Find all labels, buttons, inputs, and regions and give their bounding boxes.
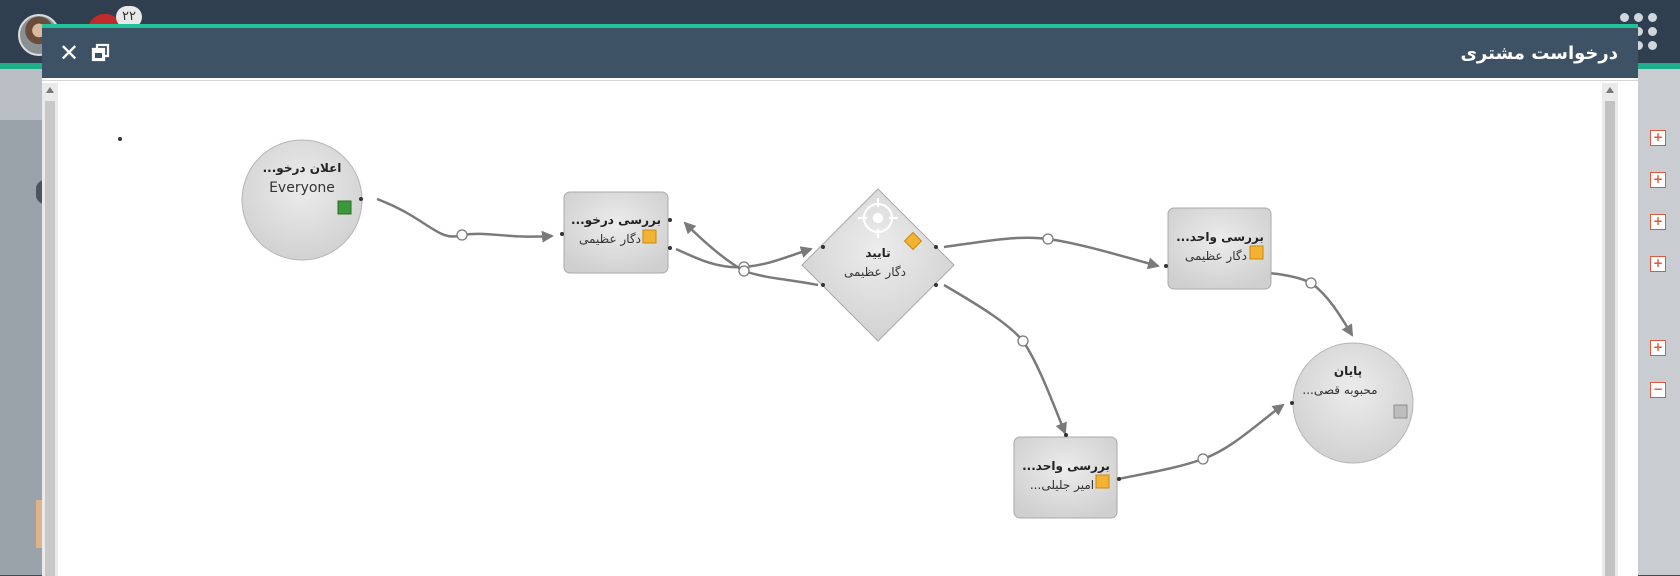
connector-dot[interactable]: [1064, 433, 1068, 437]
modal-header: ✕ درخواست مشتری: [42, 28, 1638, 78]
connector-dot[interactable]: [1164, 264, 1168, 268]
node-title: ...اعلان درخو: [263, 161, 342, 176]
scrollbar-thumb[interactable]: [45, 101, 55, 576]
notification-badge[interactable]: ۲۲: [116, 6, 142, 28]
node-title: ...بررسی واحد: [1022, 459, 1110, 474]
app-left-panel: [0, 120, 42, 575]
vertical-scrollbar-left[interactable]: [42, 83, 58, 576]
connector-dot[interactable]: [821, 245, 825, 249]
node-status-indicator: [337, 200, 352, 215]
scrollbar-thumb[interactable]: [1605, 101, 1615, 576]
node-title: تایید: [865, 246, 890, 260]
app-right-panel: + + + + + −: [1638, 69, 1680, 575]
node-subtitle: ...امیر جلیلی: [1030, 478, 1094, 493]
connector-dot[interactable]: [1290, 401, 1294, 405]
vertical-scrollbar-right[interactable]: [1602, 83, 1618, 576]
edge-handle[interactable]: [456, 229, 468, 241]
workflow-modal: ✕ درخواست مشتری: [42, 24, 1638, 576]
node-subtitle: دگار عظیمی: [844, 265, 906, 280]
connector-dot[interactable]: [1117, 477, 1121, 481]
edge-handle[interactable]: [1197, 453, 1209, 465]
node-status-indicator: [1393, 404, 1408, 419]
modal-body: ...اعلان درخو Everyone ...بررسی درخو دگا…: [42, 80, 1638, 576]
expand-plus-icon[interactable]: +: [1650, 172, 1666, 188]
workflow-node-approve-decision[interactable]: تایید دگار عظیمی: [801, 188, 955, 342]
node-status-indicator: [903, 231, 923, 251]
edge-n3-n5[interactable]: [943, 283, 1067, 435]
node-subtitle: Everyone: [269, 180, 335, 196]
node-title: پایان: [1334, 364, 1362, 378]
collapse-minus-icon[interactable]: −: [1650, 382, 1666, 398]
canvas-anchor-dot: [118, 137, 122, 141]
expand-plus-icon[interactable]: +: [1650, 214, 1666, 230]
connector-dot[interactable]: [934, 283, 938, 287]
node-title: ...بررسی درخو: [571, 213, 661, 228]
crosshair-icon: [858, 198, 898, 238]
node-title: ...بررسی واحد: [1176, 230, 1264, 245]
node-subtitle: دگار عظیمی: [579, 232, 641, 247]
workflow-node-unit-review-bottom[interactable]: ...بررسی واحد ...امیر جلیلی: [1013, 433, 1121, 519]
edge-handle[interactable]: [1017, 335, 1029, 347]
edge-handle[interactable]: [1305, 277, 1317, 289]
connector-dot[interactable]: [668, 246, 672, 250]
node-status-indicator: [1249, 245, 1264, 260]
scroll-up-arrow-icon[interactable]: [46, 87, 54, 93]
node-status-indicator: [642, 229, 657, 244]
app-left-thumbnail: [36, 500, 46, 548]
connector-dot[interactable]: [560, 232, 564, 236]
expand-plus-icon[interactable]: +: [1650, 256, 1666, 272]
scroll-up-arrow-icon[interactable]: [1606, 87, 1614, 93]
modal-title: درخواست مشتری: [1460, 43, 1618, 64]
node-subtitle: ...محبوبه قصی: [1302, 383, 1377, 398]
connector-dot[interactable]: [359, 197, 363, 201]
restore-window-icon[interactable]: [90, 42, 112, 64]
workflow-node-unit-review-top[interactable]: ...بررسی واحد دگار عظیمی: [1164, 207, 1272, 290]
connector-dot[interactable]: [821, 283, 825, 287]
connector-dot[interactable]: [934, 245, 938, 249]
expand-plus-icon[interactable]: +: [1650, 340, 1666, 356]
modal-accent-line: [42, 24, 1638, 28]
edge-n5-n6[interactable]: [1117, 403, 1285, 481]
workflow-node-end[interactable]: پایان ...محبوبه قصی: [1290, 342, 1414, 464]
workflow-canvas: ...اعلان درخو Everyone ...بررسی درخو دگا…: [118, 137, 1414, 519]
expand-plus-icon[interactable]: +: [1650, 130, 1666, 146]
workflow-node-start[interactable]: ...اعلان درخو Everyone: [241, 139, 363, 261]
connector-dot[interactable]: [668, 218, 672, 222]
edge-handle[interactable]: [738, 265, 750, 277]
close-button[interactable]: ✕: [58, 39, 80, 67]
workflow-node-review-request[interactable]: ...بررسی درخو دگار عظیمی: [560, 191, 672, 274]
node-subtitle: دگار عظیمی: [1185, 249, 1247, 264]
edge-handle[interactable]: [1042, 233, 1054, 245]
node-status-indicator: [1095, 474, 1110, 489]
